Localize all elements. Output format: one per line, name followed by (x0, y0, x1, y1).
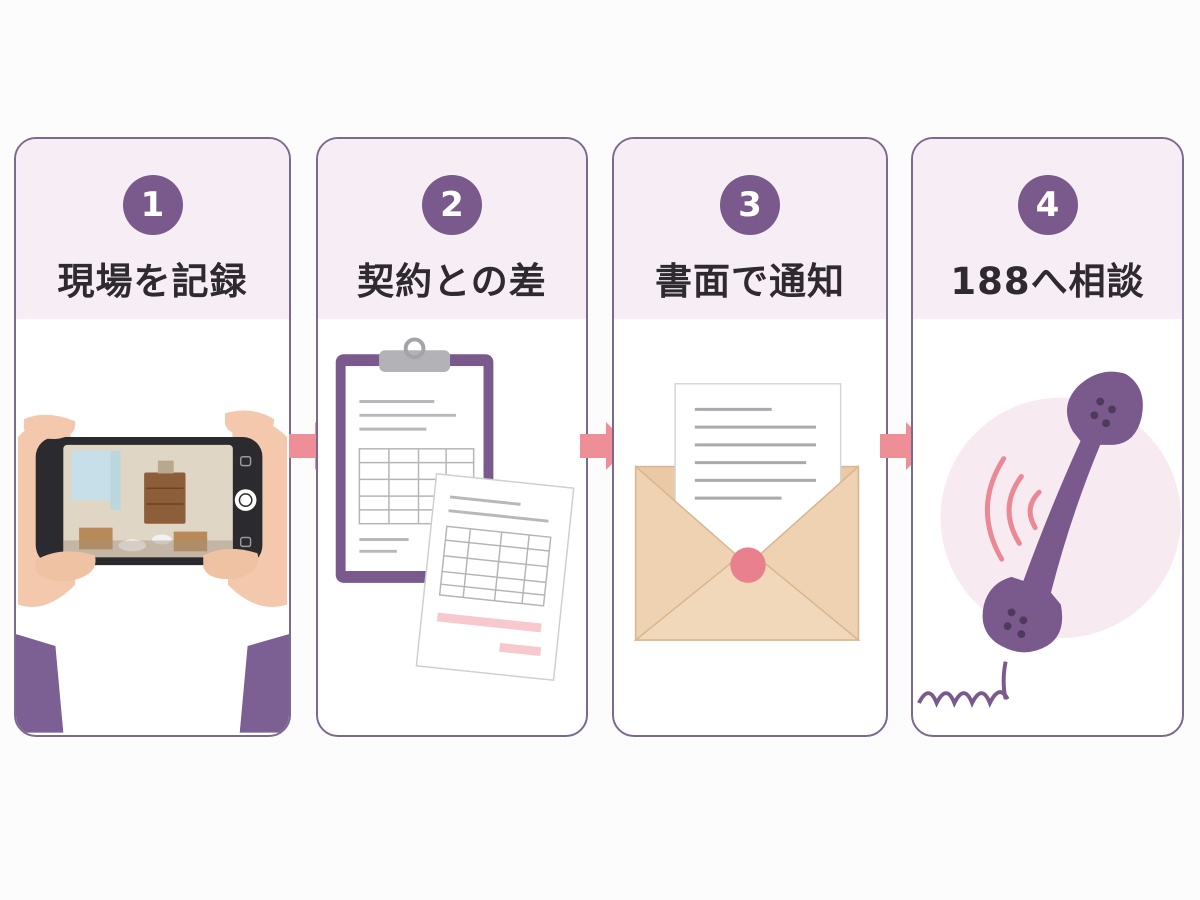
step-number-badge: 1 (122, 175, 183, 235)
step-number-badge: 4 (1017, 175, 1078, 235)
telephone-handset-icon (917, 371, 1182, 708)
step-card-2: 2 契約との差 (316, 137, 588, 737)
step-card-3: 3 書面で通知 (612, 137, 888, 737)
step-title: 書面で通知 (655, 260, 845, 303)
step-card-4: 4 188へ相談 (911, 137, 1184, 737)
step-title: 188へ相談 (950, 260, 1145, 303)
envelope-letter-icon (633, 383, 861, 642)
step-number-badge: 2 (422, 175, 482, 235)
step-title: 契約との差 (357, 260, 547, 303)
step-card-1: 1 現場を記録 (14, 137, 291, 737)
clipboard-document-icon (335, 337, 575, 682)
smartphone-photo-icon (16, 410, 289, 733)
step-title: 現場を記録 (57, 260, 248, 303)
step-number-badge: 3 (720, 175, 780, 235)
